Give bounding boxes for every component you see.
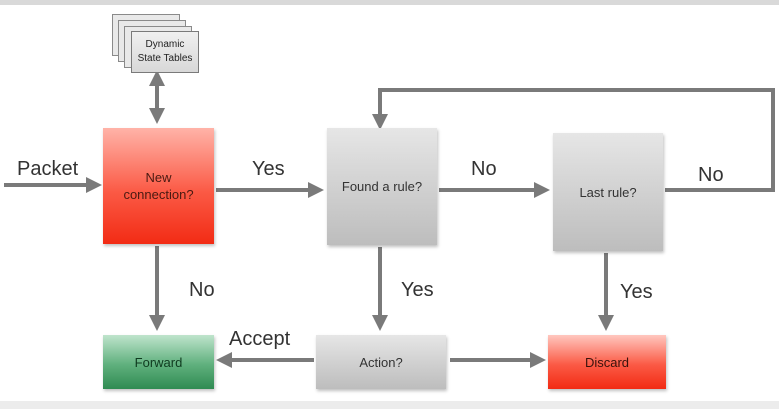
no-label-found-last: No (471, 158, 497, 180)
state-tables-label: Dynamic State Tables (131, 31, 199, 73)
yes-label-last-discard: Yes (620, 281, 653, 303)
forward-node: Forward (103, 335, 214, 389)
found-rule-node: Found a rule? (327, 128, 437, 245)
bottom-border (0, 401, 779, 409)
last-rule-node: Last rule? (553, 133, 663, 251)
accept-label: Accept (229, 328, 291, 350)
yes-label-new-found: Yes (252, 158, 285, 180)
top-border (0, 0, 779, 5)
action-node: Action? (316, 335, 446, 389)
no-label-last-loop: No (698, 164, 724, 186)
yes-label-found-action: Yes (401, 279, 434, 301)
discard-node: Discard (548, 335, 666, 389)
packet-label: Packet (17, 158, 79, 180)
arrow-last-loop (372, 88, 775, 192)
no-label-new-forward: No (189, 279, 215, 301)
new-connection-node: New connection? (103, 128, 214, 244)
